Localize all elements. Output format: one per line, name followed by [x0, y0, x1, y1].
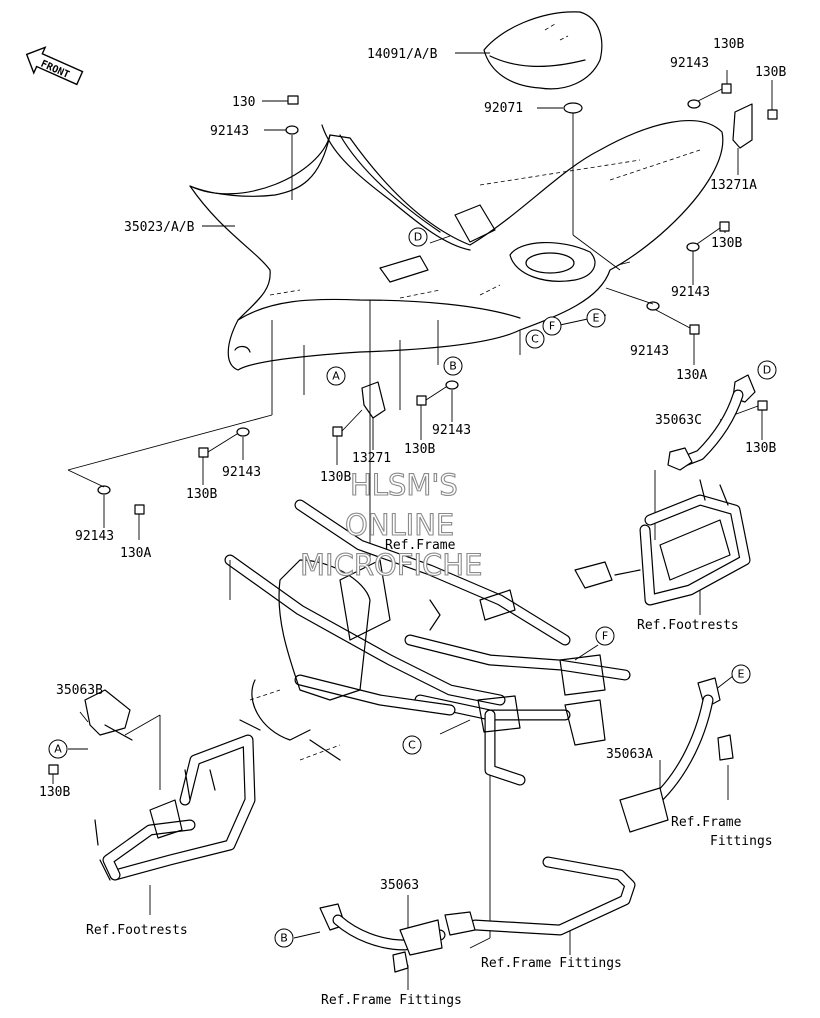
seat-cover-14091[interactable] — [483, 11, 603, 90]
callout-B-bottom[interactable]: B — [274, 928, 294, 948]
label-ref-frame-fittings-b: Ref.Frame Fittings — [481, 956, 622, 971]
label-35063: 35063 — [380, 878, 419, 893]
bolt-130B-tr2[interactable] — [767, 109, 778, 120]
callout-E-top[interactable]: E — [586, 308, 606, 328]
label-92143-b: 92143 — [432, 423, 471, 438]
front-arrow-icon: FRONT — [25, 46, 84, 86]
callout-D-top[interactable]: D — [408, 227, 428, 247]
callout-D-right[interactable]: D — [757, 360, 777, 380]
watermark-line1: HLSM'S — [350, 468, 458, 502]
svg-text:A: A — [54, 743, 62, 756]
svg-text:E: E — [738, 668, 745, 681]
label-130B-d: 130B — [745, 441, 776, 456]
label-92143-l: 92143 — [75, 529, 114, 544]
watermark-line2: ONLINE — [345, 508, 454, 542]
label-35063A: 35063A — [606, 747, 653, 762]
bolt-130B-tr1[interactable] — [721, 83, 732, 94]
svg-text:C: C — [531, 333, 539, 346]
watermark-line3: MICROFICHE — [300, 548, 482, 582]
washer-92143-l[interactable] — [97, 485, 111, 495]
washer-92143-tr[interactable] — [687, 99, 701, 109]
label-92143-tl: 92143 — [210, 124, 249, 139]
label-92143-r2: 92143 — [630, 344, 669, 359]
bolt-130B-r[interactable] — [719, 221, 730, 232]
bracket-13271[interactable] — [361, 381, 386, 419]
frame-assembly — [224, 499, 631, 786]
callout-F-top[interactable]: F — [542, 316, 562, 336]
label-92143-r: 92143 — [671, 285, 710, 300]
label-130B-tr2: 130B — [755, 65, 786, 80]
svg-text:A: A — [332, 370, 340, 383]
svg-text:E: E — [593, 312, 600, 325]
svg-text:B: B — [280, 932, 288, 945]
label-130B-tr1: 130B — [713, 37, 744, 52]
label-130A-l: 130A — [120, 546, 151, 561]
bolt-130B-l[interactable] — [198, 447, 209, 458]
label-130B-m: 130B — [320, 470, 351, 485]
fastener-group — [48, 83, 778, 775]
footrest-guard-35063C[interactable] — [667, 374, 756, 471]
label-14091: 14091/A/B — [367, 47, 438, 62]
svg-text:F: F — [602, 630, 608, 643]
label-130A-r: 130A — [676, 368, 707, 383]
label-13271: 13271 — [352, 451, 391, 466]
washer-92143-tl[interactable] — [285, 125, 299, 135]
callout-C-mid[interactable]: C — [402, 735, 422, 755]
footrest-guard-35063B[interactable] — [84, 689, 133, 741]
bolt-130B-b[interactable] — [416, 395, 427, 406]
svg-text:F: F — [549, 320, 555, 333]
label-92143-m: 92143 — [222, 465, 261, 480]
bolt-130B-m[interactable] — [332, 426, 343, 437]
label-130B-l: 130B — [186, 487, 217, 502]
label-130-top: 130 — [232, 95, 255, 110]
label-13271A: 13271A — [710, 178, 757, 193]
washer-92071[interactable] — [563, 102, 583, 235]
callout-C-top[interactable]: C — [525, 329, 545, 349]
washer-92143-b[interactable] — [445, 380, 459, 390]
callout-B-top[interactable]: B — [443, 356, 463, 376]
washer-92143-r2[interactable] — [646, 301, 660, 311]
label-ref-frame: Ref.Frame — [385, 538, 456, 553]
label-ref-frame-fittings-r1: Ref.Frame — [671, 815, 742, 830]
label-130B-r: 130B — [711, 236, 742, 251]
svg-text:D: D — [763, 364, 771, 377]
footrest-rail-right[interactable] — [574, 479, 751, 606]
label-130B-bl: 130B — [39, 785, 70, 800]
label-ref-frame-fittings-bb: Ref.Frame Fittings — [321, 993, 462, 1008]
bracket-13271A[interactable] — [732, 103, 753, 149]
callouts: D E F C B A D F E C A B — [48, 227, 777, 948]
bolt-130B-bl[interactable] — [48, 764, 59, 775]
bolt-130A-l[interactable] — [134, 504, 145, 515]
rear-fender-35023[interactable] — [189, 120, 724, 371]
svg-text:B: B — [449, 360, 457, 373]
footrest-guard-35063A[interactable] — [619, 677, 734, 833]
washer-92143-m[interactable] — [236, 427, 250, 437]
bolt-130A-r[interactable] — [689, 324, 700, 335]
svg-text:D: D — [414, 231, 422, 244]
label-35063B: 35063B — [56, 683, 103, 698]
callout-A-left[interactable]: A — [48, 739, 68, 759]
label-ref-footrests-l: Ref.Footrests — [86, 923, 188, 938]
label-ref-footrests-r: Ref.Footrests — [637, 618, 739, 633]
label-130B-b: 130B — [404, 442, 435, 457]
callout-E-right[interactable]: E — [731, 664, 751, 684]
lower-bar-35063[interactable] — [319, 856, 636, 973]
label-92071: 92071 — [484, 101, 523, 116]
label-ref-frame-fittings-r2: Fittings — [710, 834, 773, 849]
part-labels: 14091/A/B 92071 130 92143 35023/A/B 130B… — [39, 37, 786, 1008]
bolt-130B-d[interactable] — [757, 400, 768, 411]
watermark: HLSM'S ONLINE MICROFICHE — [299, 467, 483, 582]
bolt-130-top[interactable] — [287, 95, 299, 105]
svg-text:C: C — [408, 739, 416, 752]
callout-A-top[interactable]: A — [326, 366, 346, 386]
label-35063C: 35063C — [655, 413, 702, 428]
label-92143-tr: 92143 — [670, 56, 709, 71]
label-35023: 35023/A/B — [124, 220, 195, 235]
footrest-rail-left[interactable] — [94, 734, 256, 881]
callout-F-right[interactable]: F — [595, 626, 615, 646]
